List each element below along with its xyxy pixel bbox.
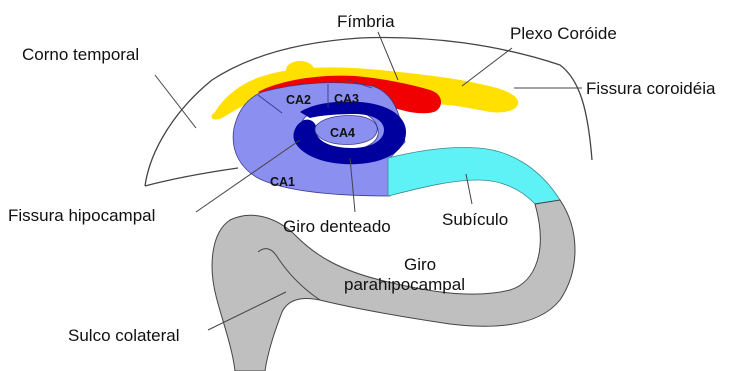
label-corno-temporal: Corno temporal	[22, 45, 139, 64]
label-ca4: CA4	[330, 126, 355, 140]
label-plexo-coroide: Plexo Coróide	[510, 24, 617, 43]
label-fissura-coroideia: Fissura coroidéia	[586, 79, 716, 98]
choroid-plexus-blob	[286, 61, 314, 79]
leader-plexo	[462, 48, 512, 86]
label-parahipocampal: parahipocampal	[344, 275, 465, 294]
label-giro: Giro	[404, 255, 436, 274]
label-ca2: CA2	[286, 93, 311, 107]
ventricle-inner-line	[145, 168, 238, 186]
label-subiculo: Subículo	[442, 210, 508, 229]
label-fimbria: Fímbria	[337, 12, 395, 31]
label-sulco-colateral: Sulco colateral	[68, 326, 180, 345]
subiculum	[388, 147, 560, 204]
label-ca3: CA3	[334, 92, 359, 106]
label-ca1: CA1	[270, 175, 295, 189]
label-fissura-hipocampal: Fissura hipocampal	[8, 206, 155, 225]
label-giro-denteado: Giro denteado	[283, 217, 391, 236]
